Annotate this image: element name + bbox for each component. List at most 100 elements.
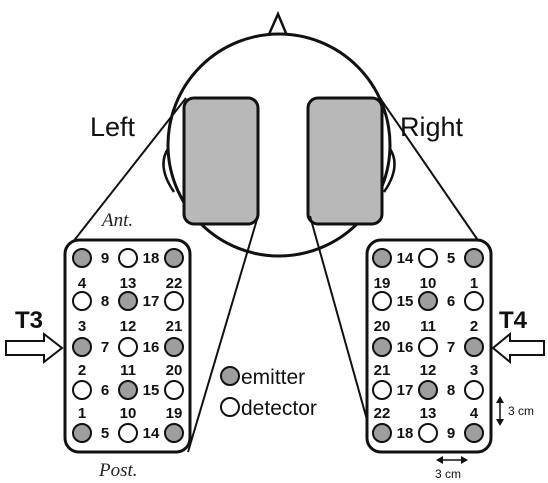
- left-channel-label: 4: [78, 275, 87, 292]
- right-probe-emitter: [464, 423, 484, 443]
- right-probe-label: 16: [397, 339, 414, 356]
- left-probe-label: 18: [143, 250, 160, 267]
- left-probe-label: 14: [143, 425, 160, 442]
- left-probe-detector: [72, 380, 92, 400]
- right-channel-label: 10: [420, 275, 437, 292]
- right-probe-emitter: [372, 248, 392, 268]
- scale-vertical: 3 cm: [496, 396, 534, 426]
- t3-arrow: [5, 331, 64, 365]
- left-probe-label: 9: [101, 250, 109, 267]
- left-channel-label: 11: [120, 362, 136, 379]
- left-probe-detector: [164, 380, 184, 400]
- right-probe-detector: [418, 337, 438, 357]
- scale-horizontal-arrowhead-right: [461, 456, 468, 464]
- right-probe-label: 9: [447, 425, 455, 442]
- left-probe-label: 16: [143, 339, 160, 356]
- right-channel-label: 3: [470, 362, 478, 379]
- legend-emitter-label: emitter: [241, 366, 305, 389]
- right-probe-label: 6: [447, 293, 455, 310]
- right-probe-emitter: [464, 248, 484, 268]
- left-probe-detector: [118, 337, 138, 357]
- left-channel-label: 20: [166, 362, 183, 379]
- right-probe-detector: [372, 291, 392, 311]
- legend-detector-label: detector: [241, 397, 317, 420]
- right-projection-line-inner: [309, 215, 377, 453]
- right-projection-line-outer: [379, 97, 487, 253]
- right-channel-label: 11: [420, 318, 436, 335]
- left-probe-array: 9 18 8 17 7 16 6 15 5 14 4 13 22 3 12 21 2 11 20 1 10 19: [72, 248, 184, 443]
- right-channel-label: 13: [420, 405, 437, 422]
- left-channel-label: 13: [120, 275, 137, 292]
- left-channel-label: 1: [78, 405, 86, 422]
- left-probe-detector: [118, 423, 138, 443]
- t3-label: T3: [15, 307, 43, 334]
- left-probe-label: 8: [101, 293, 109, 310]
- right-channel-label: 12: [420, 362, 437, 379]
- t4-label: T4: [499, 307, 528, 334]
- left-probe-label: 15: [143, 382, 160, 399]
- right-probe-emitter: [372, 423, 392, 443]
- right-probe-label: 18: [397, 425, 414, 442]
- right-probe-detector: [418, 248, 438, 268]
- right-channel-label: 21: [374, 362, 391, 379]
- right-probe-emitter: [418, 291, 438, 311]
- right-probe-label: 8: [447, 382, 455, 399]
- right-probe-label: 7: [447, 339, 455, 356]
- left-channel-label: 19: [166, 405, 183, 422]
- left-channel-label: 12: [120, 318, 137, 335]
- t4-arrow: [491, 331, 545, 365]
- left-probe-emitter: [72, 248, 92, 268]
- left-channel-label: 21: [166, 318, 183, 335]
- legend-emitter-swatch: [220, 366, 240, 386]
- left-probe-emitter: [164, 337, 184, 357]
- scale-horizontal: 3 cm: [435, 456, 468, 481]
- left-probe-emitter: [118, 380, 138, 400]
- right-probe-detector: [464, 380, 484, 400]
- right-channel-label: 1: [470, 275, 478, 292]
- left-channel-label: 10: [120, 405, 137, 422]
- legend-detector-swatch: [220, 397, 240, 417]
- left-projection-line-inner: [187, 215, 259, 453]
- left-probe-label: 5: [101, 425, 109, 442]
- scale-vertical-arrowhead-top: [496, 396, 504, 403]
- left-probe-label: 6: [101, 382, 109, 399]
- left-probe-emitter: [118, 291, 138, 311]
- anterior-label: Ant.: [100, 210, 133, 231]
- left-probe-emitter: [164, 423, 184, 443]
- left-probe-detector: [72, 291, 92, 311]
- scale-horizontal-label: 3 cm: [435, 467, 461, 481]
- head: [162, 10, 396, 258]
- scale-vertical-label: 3 cm: [508, 404, 534, 418]
- left-channel-label: 22: [166, 275, 183, 292]
- left-probe-emitter: [72, 423, 92, 443]
- right-channel-label: 19: [374, 275, 391, 292]
- posterior-label: Post.: [98, 460, 138, 481]
- left-channel-label: 2: [78, 362, 86, 379]
- right-probe-label: 14: [397, 250, 414, 267]
- left-probe-label: 7: [101, 339, 109, 356]
- projection-lines: [64, 97, 487, 453]
- right-probe-detector: [464, 291, 484, 311]
- left-probe-detector: [164, 291, 184, 311]
- right-channel-label: 22: [374, 405, 391, 422]
- left-probe-label: 17: [143, 293, 160, 310]
- scale-vertical-arrowhead-bottom: [496, 419, 504, 426]
- left-probe-emitter: [72, 337, 92, 357]
- left-channel-label: 3: [78, 318, 86, 335]
- right-probe-emitter: [464, 337, 484, 357]
- right-probe-label: 15: [397, 293, 414, 310]
- scale-horizontal-arrowhead-left: [436, 456, 443, 464]
- right-probe-detector: [418, 423, 438, 443]
- left-measurement-region: [182, 96, 260, 226]
- legend: emitter detector: [220, 366, 317, 420]
- right-probe-label: 5: [447, 250, 455, 267]
- left-probe-detector: [118, 248, 138, 268]
- right-channel-label: 20: [374, 318, 391, 335]
- left-projection-line-outer: [64, 97, 187, 253]
- left-label: Left: [90, 112, 136, 142]
- right-channel-label: 2: [470, 318, 478, 335]
- left-probe-emitter: [164, 248, 184, 268]
- right-probe-detector: [372, 380, 392, 400]
